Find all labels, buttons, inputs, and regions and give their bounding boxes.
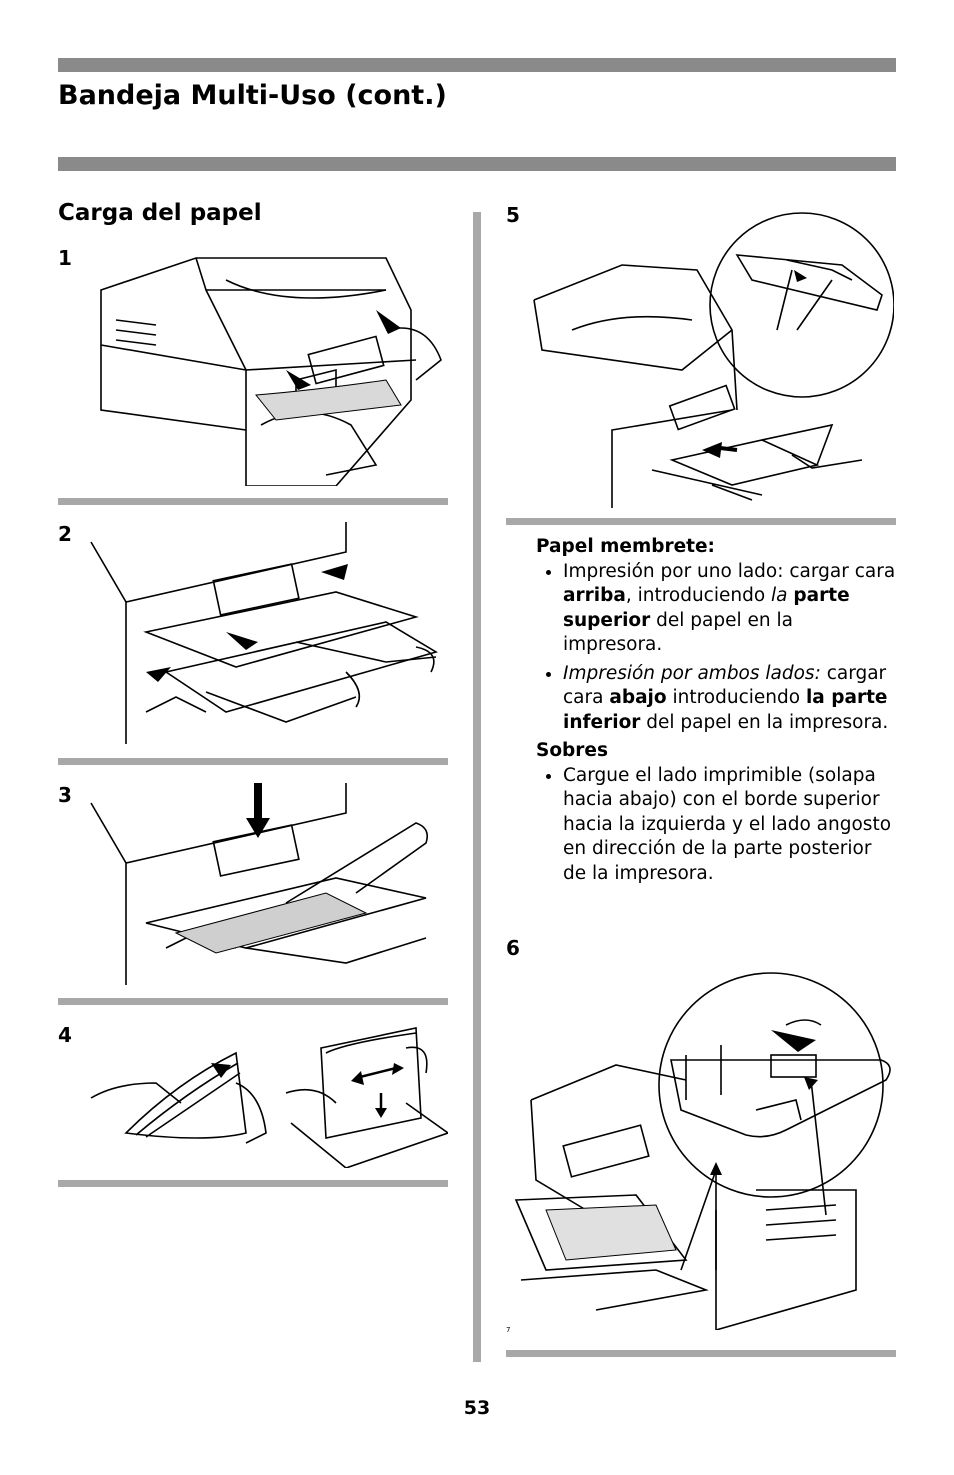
step-number-6: 6 [506,936,520,960]
step-number-2: 2 [58,522,72,546]
text-span: Impresión por uno lado: cargar cara [563,560,896,582]
page-number: 53 [463,1397,491,1419]
bold-text: abajo [609,687,667,708]
step-4-rule [58,1180,448,1187]
step-1-rule [58,498,448,505]
list-item: Cargue el lado imprimible (solapa hacia … [563,764,896,887]
tiny-mark: 7 [506,1326,511,1334]
envelopes-list: Cargue el lado imprimible (solapa hacia … [536,764,896,887]
bold-text: arriba [563,585,626,606]
step-5-rule [506,518,896,525]
section-title: Carga del papel [58,200,262,226]
fan-paper-stack-illustration [86,1023,448,1168]
column-divider [473,212,481,1362]
italic-text: la [771,585,788,606]
multi-purpose-tray-open-illustration [86,522,448,744]
text-span: introduciendo [666,687,806,708]
bold-text: parte superior [563,585,850,631]
list-item: Impresión por ambos lados: cargar cara a… [563,662,896,736]
step-number-5: 5 [506,203,520,227]
printer-open-cover-illustration [86,250,448,486]
list-item: Impresión por uno lado: cargar cara arri… [563,560,896,658]
top-rule [58,58,896,72]
text-span: , introduciendo [625,585,772,606]
step-2-rule [58,758,448,765]
letterhead-list: Impresión por uno lado: cargar cara arri… [536,560,896,736]
page-title: Bandeja Multi-Uso (cont.) [58,80,447,111]
envelopes-heading: Sobres [536,740,608,761]
letterhead-heading: Papel membrete: [536,536,715,557]
paper-guide-detail-illustration [532,210,894,508]
paper-lever-detail-illustration [506,970,896,1330]
step-number-3: 3 [58,783,72,807]
text-span: del papel en la impresora. [640,711,889,733]
step-number-4: 4 [58,1023,72,1047]
instruction-text: Papel membrete: Impresión por uno lado: … [536,535,896,890]
header-rule [58,157,896,171]
text-span: del papel en la impresora. [563,609,793,656]
step-6-rule [506,1350,896,1357]
text-span: cargar cara [563,662,887,709]
tray-press-down-illustration [86,783,448,985]
step-3-rule [58,998,448,1005]
step-number-1: 1 [58,246,72,270]
bold-text: la parte inferior [563,687,888,733]
italic-text: Impresión por ambos lados: [563,662,821,684]
